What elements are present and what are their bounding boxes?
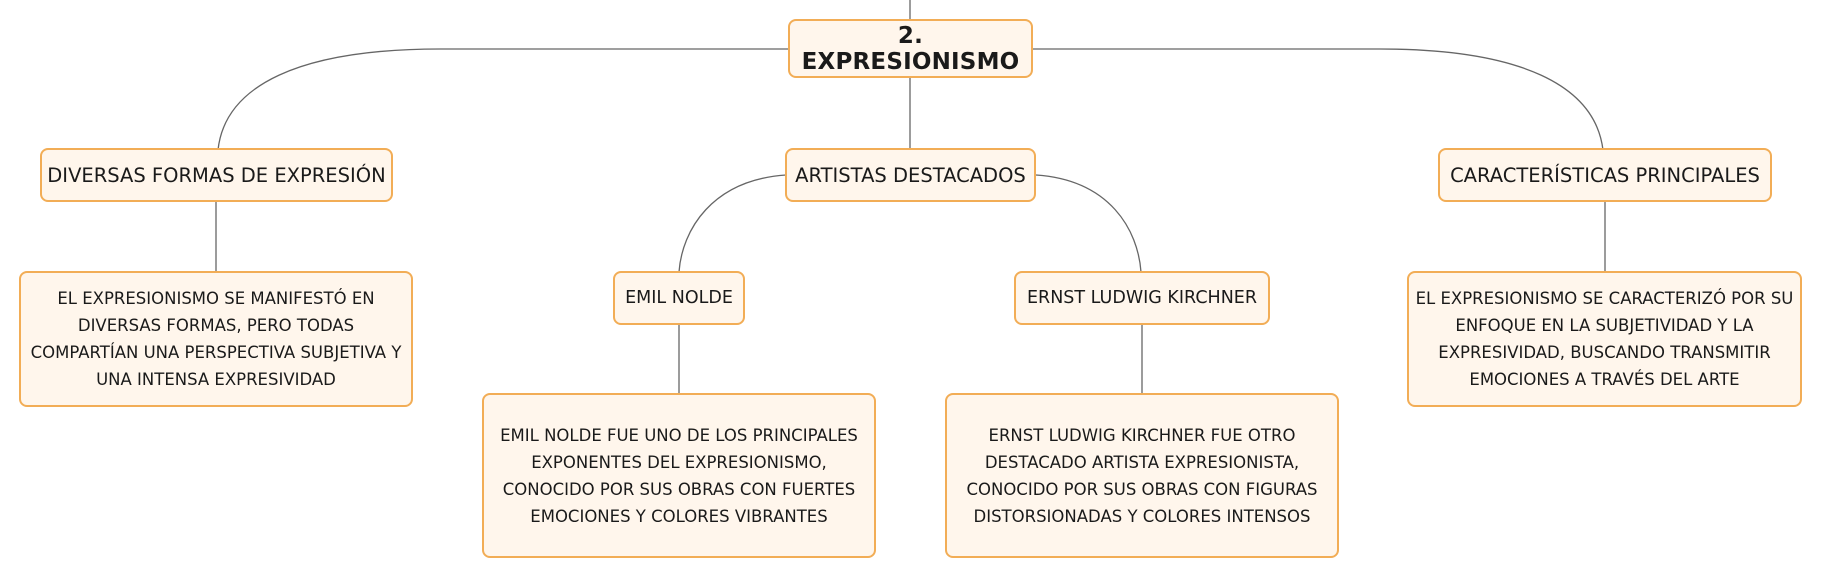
- topic-node-forms[interactable]: DIVERSAS FORMAS DE EXPRESIÓN: [40, 148, 393, 202]
- topic-node-characteristics-label: CARACTERÍSTICAS PRINCIPALES: [1450, 163, 1760, 187]
- nolde-description-node[interactable]: EMIL NOLDE FUE UNO DE LOS PRINCIPALES EX…: [482, 393, 876, 558]
- topic-node-artists-label: ARTISTAS DESTACADOS: [795, 163, 1026, 187]
- connector-artists-to-kirchner: [1035, 174, 1142, 273]
- connector-root-to-forms: [217, 48, 789, 151]
- connector-artists-to-nolde: [678, 174, 787, 273]
- topic-node-forms-label: DIVERSAS FORMAS DE EXPRESIÓN: [47, 163, 386, 187]
- root-node-label: 2. EXPRESIONISMO: [801, 22, 1020, 75]
- artist-node-kirchner[interactable]: ERNST LUDWIG KIRCHNER: [1014, 271, 1270, 325]
- forms-description-text: EL EXPRESIONISMO SE MANIFESTÓ EN DIVERSA…: [30, 289, 402, 389]
- forms-description-node[interactable]: EL EXPRESIONISMO SE MANIFESTÓ EN DIVERSA…: [19, 271, 413, 407]
- nolde-description-text: EMIL NOLDE FUE UNO DE LOS PRINCIPALES EX…: [500, 425, 858, 526]
- topic-node-artists[interactable]: ARTISTAS DESTACADOS: [785, 148, 1036, 202]
- characteristics-description-node[interactable]: EL EXPRESIONISMO SE CARACTERIZÓ POR SU E…: [1407, 271, 1802, 407]
- artist-node-emil-nolde[interactable]: EMIL NOLDE: [613, 271, 745, 325]
- root-node-expresionismo[interactable]: 2. EXPRESIONISMO: [788, 19, 1033, 78]
- kirchner-description-node[interactable]: ERNST LUDWIG KIRCHNER FUE OTRO DESTACADO…: [945, 393, 1339, 558]
- topic-node-characteristics[interactable]: CARACTERÍSTICAS PRINCIPALES: [1438, 148, 1772, 202]
- connector-root-to-characteristics: [1032, 48, 1604, 151]
- artist-node-emil-nolde-label: EMIL NOLDE: [625, 288, 733, 308]
- kirchner-description-text: ERNST LUDWIG KIRCHNER FUE OTRO DESTACADO…: [966, 425, 1318, 526]
- artist-node-kirchner-label: ERNST LUDWIG KIRCHNER: [1026, 288, 1258, 308]
- characteristics-description-text: EL EXPRESIONISMO SE CARACTERIZÓ POR SU E…: [1415, 289, 1794, 389]
